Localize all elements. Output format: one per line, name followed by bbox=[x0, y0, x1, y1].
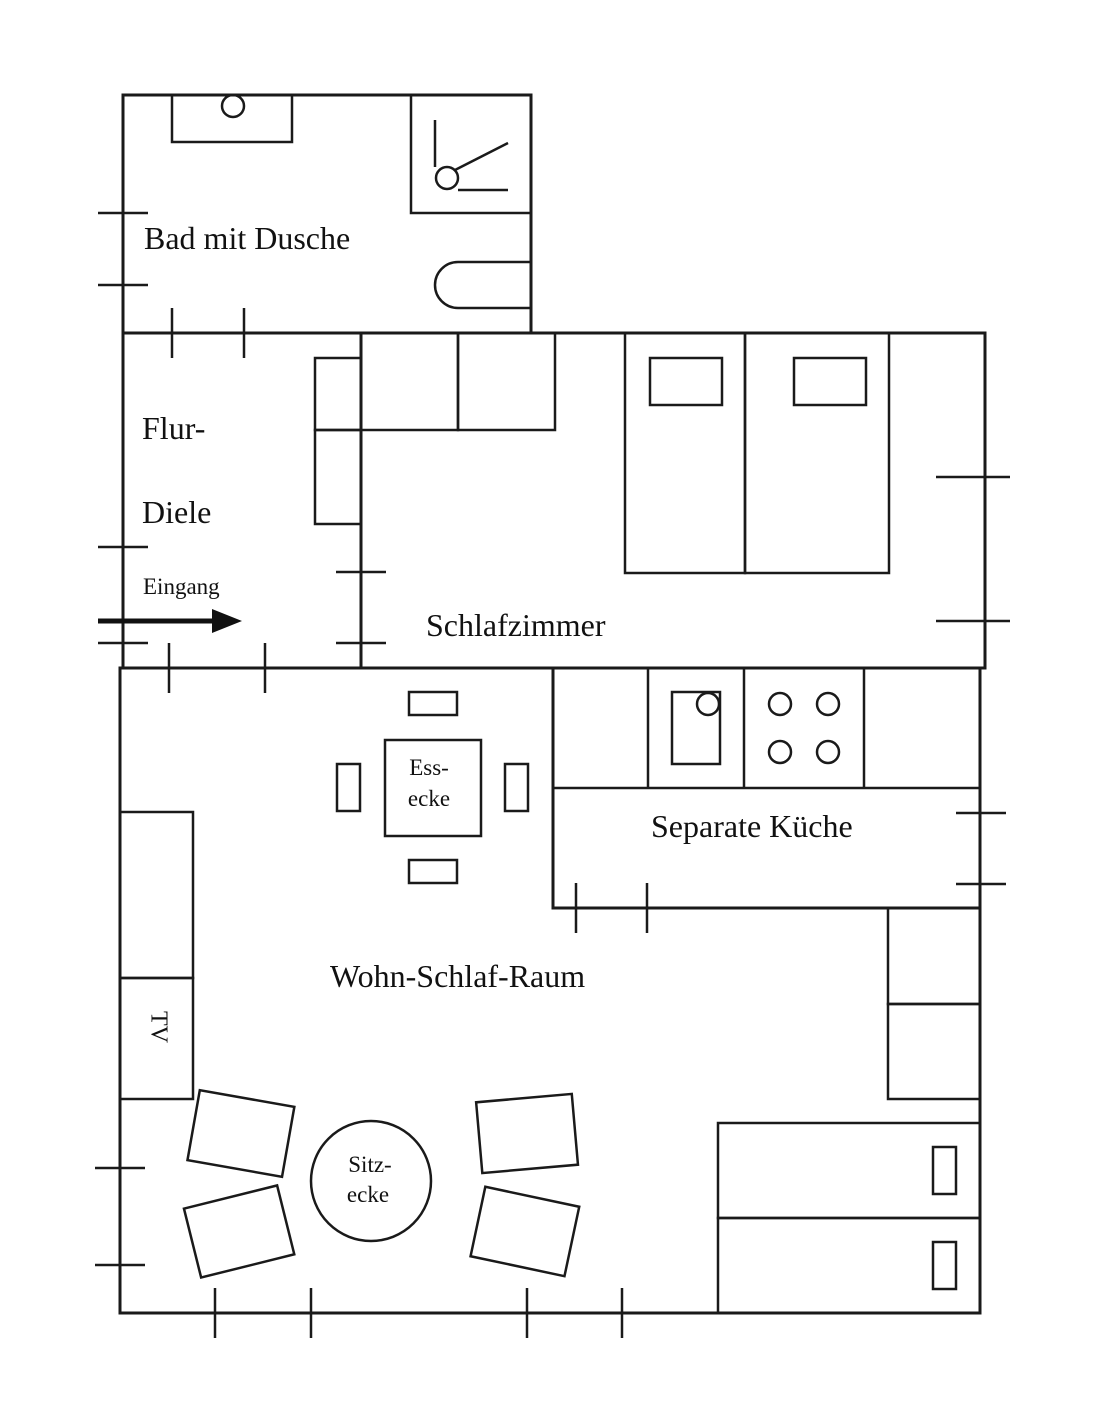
living-label: Wohn-Schlaf-Raum bbox=[330, 958, 585, 994]
bedroom-wardrobe bbox=[359, 331, 557, 432]
wall-cabinet bbox=[118, 810, 195, 980]
kitchen-counter bbox=[551, 666, 982, 790]
entrance-label: Eingang bbox=[143, 574, 220, 599]
shower bbox=[409, 93, 533, 215]
dining-table bbox=[383, 738, 483, 838]
wall-openings bbox=[95, 211, 1010, 1338]
sink bbox=[170, 93, 294, 144]
bath-label: Bad mit Dusche bbox=[144, 220, 350, 256]
toilet bbox=[433, 260, 531, 310]
kitchen-sink bbox=[670, 690, 722, 766]
seating-label-line2: ecke bbox=[347, 1182, 389, 1207]
armchairs bbox=[182, 1088, 581, 1280]
coffee-table bbox=[309, 1119, 433, 1243]
entrance-arrow-icon bbox=[98, 609, 242, 633]
hall-label-line1: Flur- bbox=[142, 410, 205, 446]
bedroom-label: Schlafzimmer bbox=[426, 607, 606, 643]
kitchen-label: Separate Küche bbox=[651, 808, 853, 844]
hall-wardrobe bbox=[313, 356, 363, 526]
hall-label-line2: Diele bbox=[142, 494, 211, 530]
dining-label-line1: Ess- bbox=[409, 755, 449, 780]
stove bbox=[767, 691, 841, 765]
tv-label: TV bbox=[145, 1011, 171, 1044]
dining-chairs bbox=[335, 690, 530, 885]
dining-label-line2: ecke bbox=[408, 786, 450, 811]
double-bed bbox=[623, 331, 891, 575]
seating-label-line1: Sitz- bbox=[348, 1152, 391, 1177]
tv-cabinet bbox=[118, 976, 195, 1101]
right-cabinet bbox=[886, 906, 982, 1101]
sofa-beds bbox=[716, 1121, 982, 1315]
